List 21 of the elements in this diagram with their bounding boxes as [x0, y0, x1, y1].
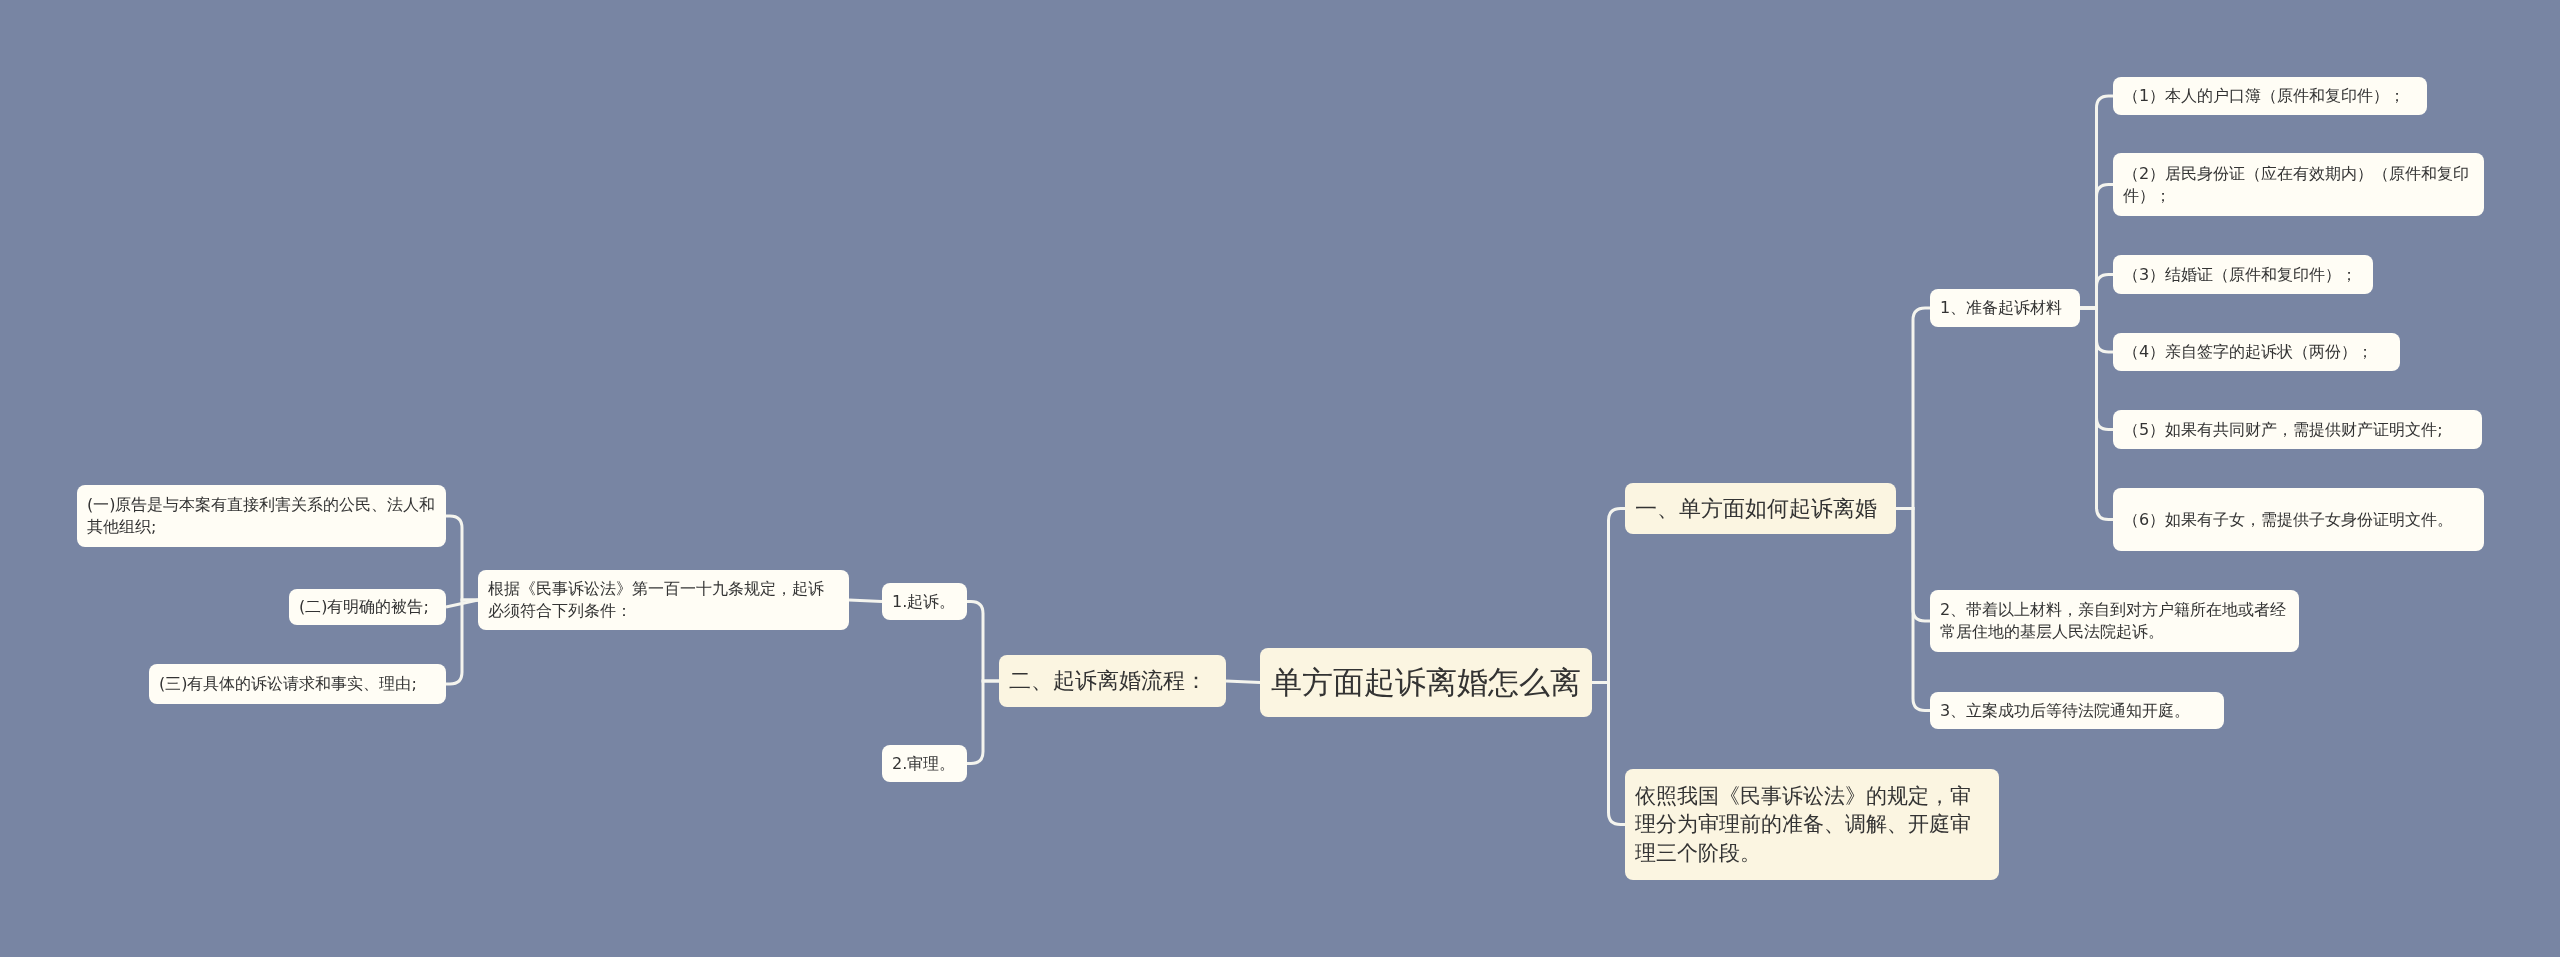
topic-box: （5）如果有共同财产，需提供财产证明文件; [2113, 410, 2482, 449]
topic-box: (三)有具体的诉讼请求和事实、理由; [149, 664, 446, 704]
topic-box: 2、带着以上材料，亲自到对方户籍所在地或者经常居住地的基层人民法院起诉。 [1930, 590, 2299, 652]
topic-box: 二、起诉离婚流程： [999, 655, 1226, 707]
connector-line [1225, 679, 1261, 684]
connector-line [848, 598, 883, 603]
topic-box: （2）居民身份证（应在有效期内）（原件和复印件）； [2113, 153, 2484, 216]
topic-box: 一、单方面如何起诉离婚 [1625, 483, 1896, 534]
central-topic-box: 单方面起诉离婚怎么离 [1260, 648, 1592, 717]
topic-box: （4）亲自签字的起诉状（两份）； [2113, 333, 2400, 371]
topic-box: 根据《民事诉讼法》第一百一十九条规定，起诉必须符合下列条件： [478, 570, 849, 630]
topic-box: 1.起诉。 [882, 583, 967, 620]
topic-box: 1、准备起诉材料 [1930, 289, 2080, 327]
topic-box: (一)原告是与本案有直接利害关系的公民、法人和其他组织; [77, 485, 446, 547]
topic-box: 2.审理。 [882, 745, 967, 782]
topic-box: 3、立案成功后等待法院通知开庭。 [1930, 692, 2224, 729]
topic-box: （1）本人的户口簿（原件和复印件）； [2113, 77, 2427, 115]
topic-box: 依照我国《民事诉讼法》的规定，审理分为审理前的准备、调解、开庭审理三个阶段。 [1625, 769, 1999, 880]
topic-box: (二)有明确的被告; [289, 589, 446, 625]
topic-box: （3）结婚证（原件和复印件）； [2113, 255, 2373, 294]
topic-box: （6）如果有子女，需提供子女身份证明文件。 [2113, 488, 2484, 551]
